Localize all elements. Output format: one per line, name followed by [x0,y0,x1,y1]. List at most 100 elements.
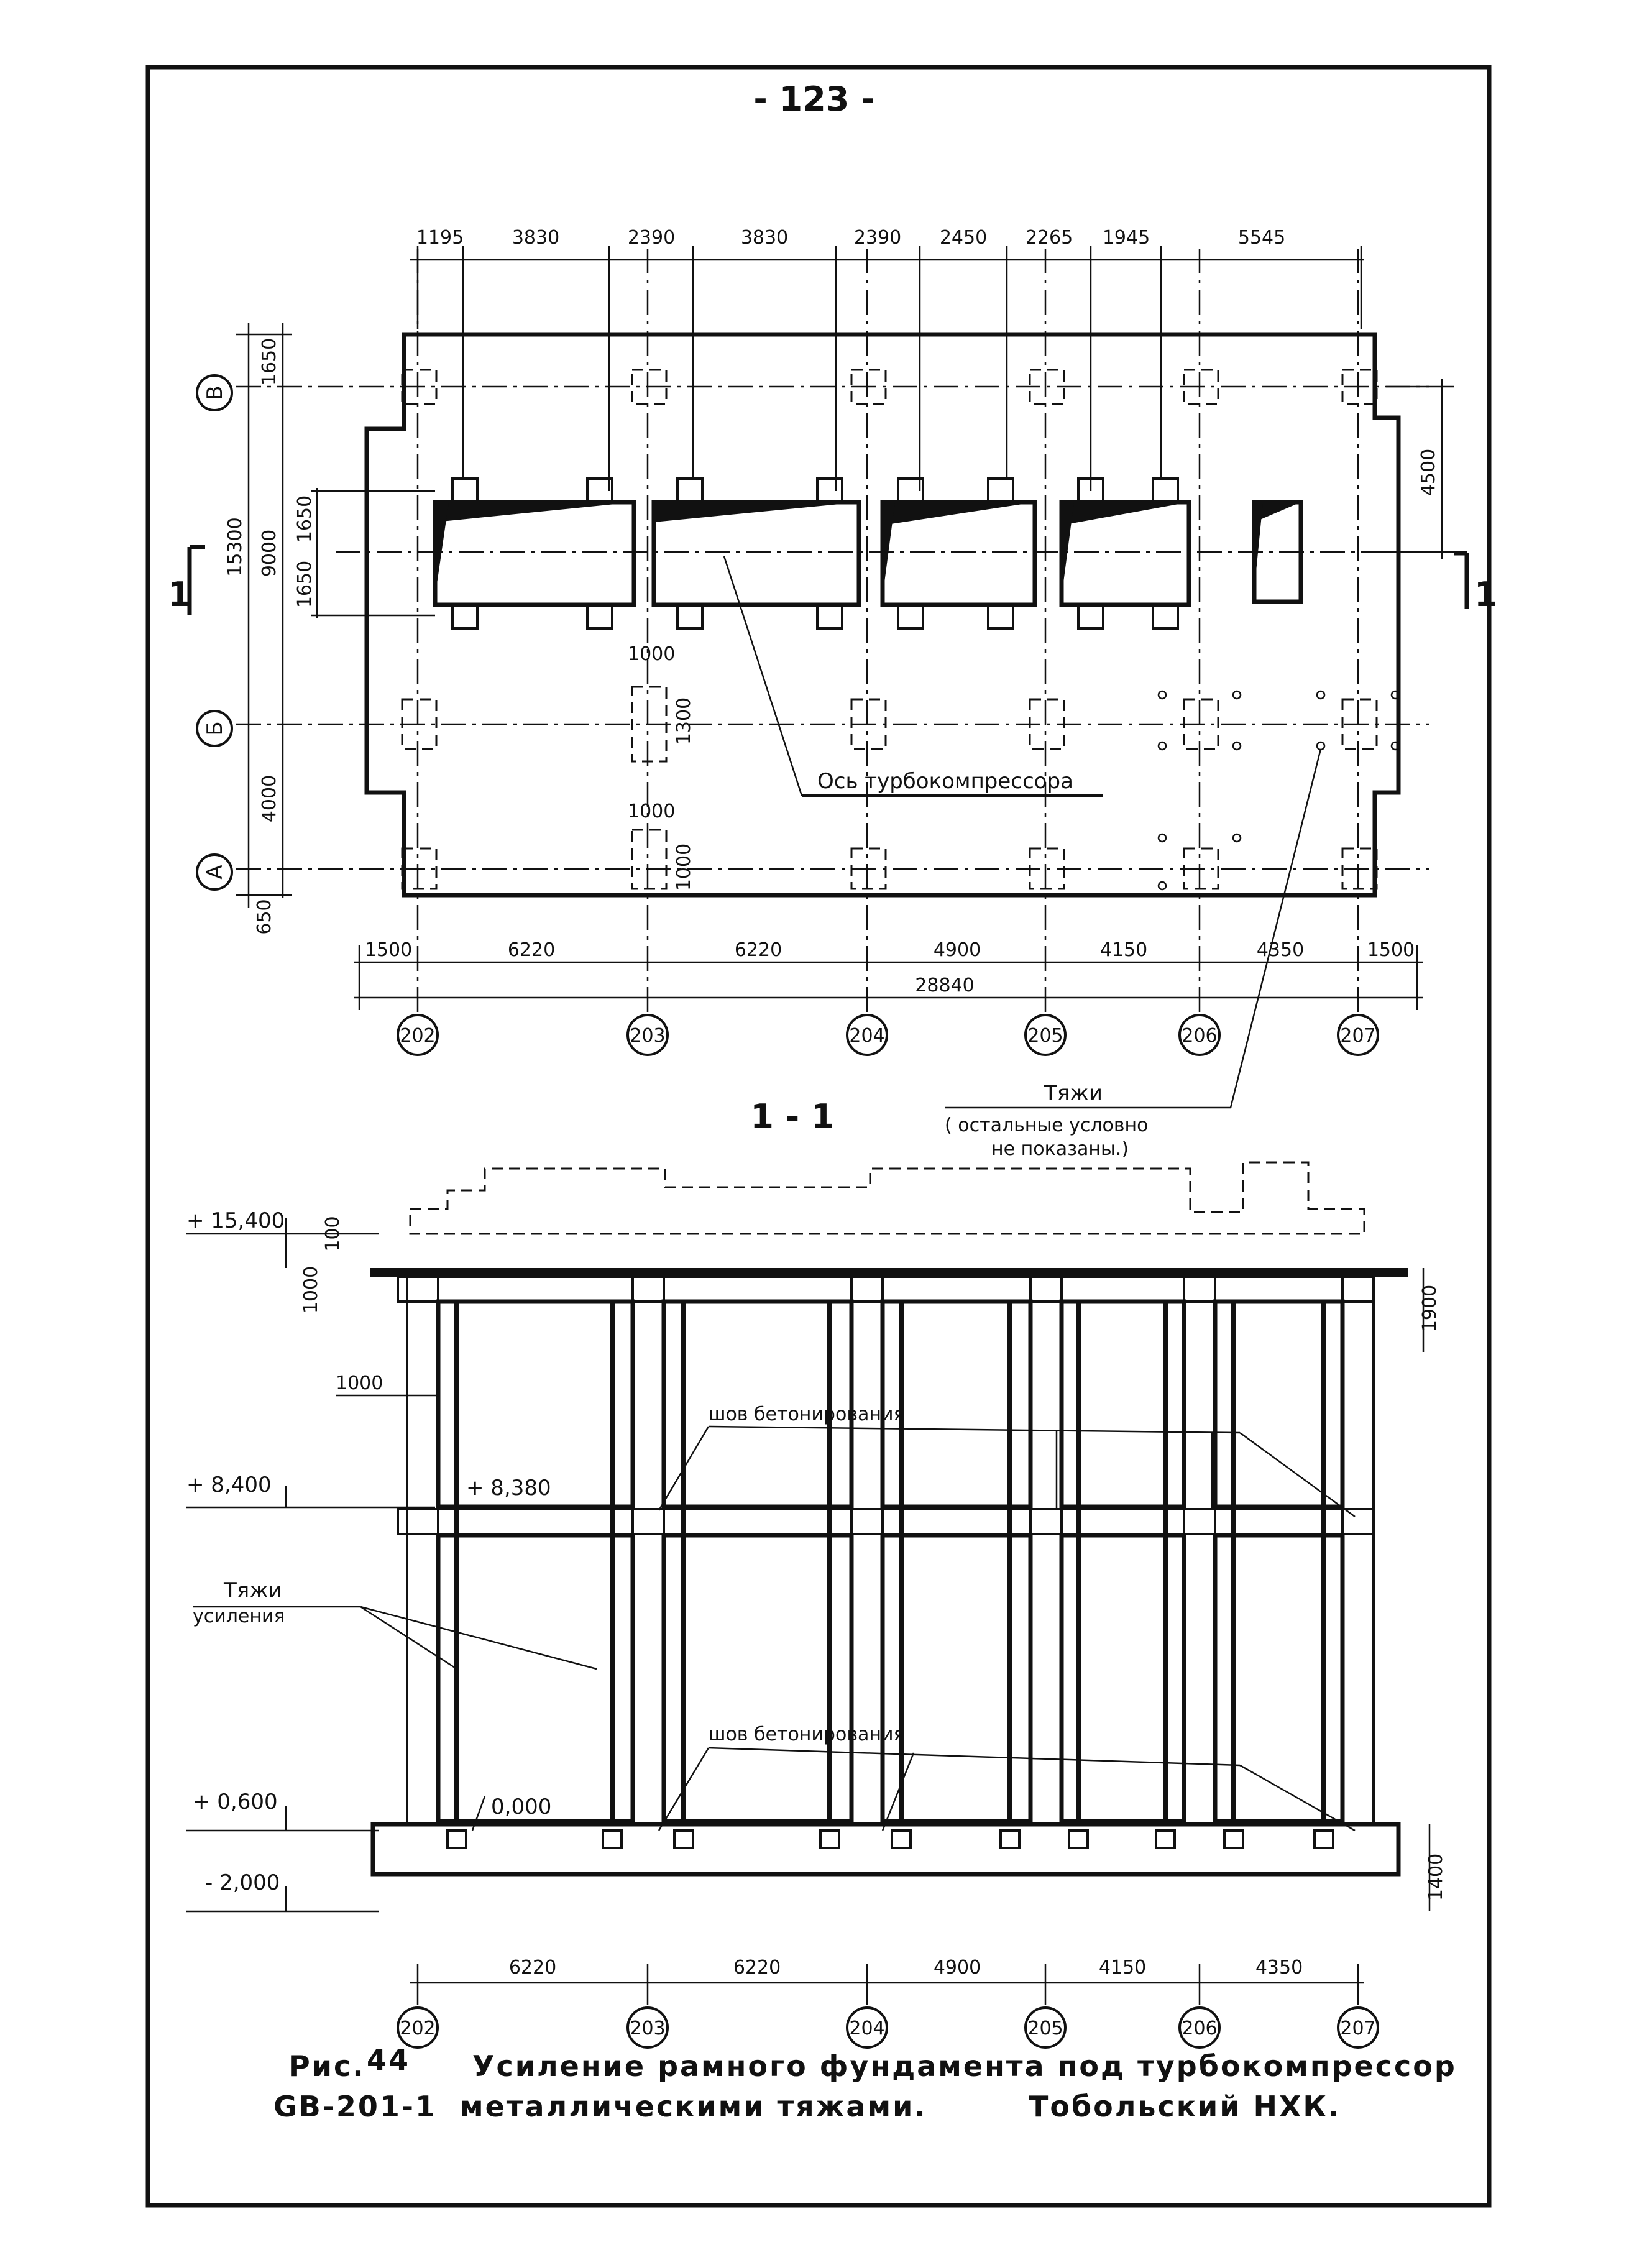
middle-beam [397,1508,1375,1535]
plan-axis-bubble-202: 202 [397,1014,439,1056]
reinforcing-ties [454,1302,1326,1821]
section-bottom-dim-lines [410,1964,1364,2005]
figure-caption: Рис. 44 Усиление рамного фундамента под … [273,2043,1457,2123]
svg-text:204: 204 [849,2018,884,2039]
plan-axis-bubble-204: 204 [846,1014,888,1056]
top-slab [370,1268,1408,1277]
row-axis-bubble-a: А [196,853,233,891]
plan-column-axes [416,249,1359,1012]
right-dimension-lines [1386,379,1454,559]
slab-outline [364,332,1401,898]
section-bottom-dim-3: 4900 [934,1957,981,1978]
base-slab [370,1822,1401,1877]
bottom-dim-3: 6220 [735,939,782,961]
bottom-dim-1: 1500 [365,939,412,961]
caption-line2: металлическими тяжами. [460,2090,927,2123]
section-bottom-dim-5: 4350 [1255,1957,1303,1978]
svg-text:207: 207 [1340,1025,1375,1047]
inner-dim-1: 1000 [628,643,675,665]
plan-axis-bubble-205: 205 [1024,1014,1067,1056]
total-length-dim: 28840 [915,975,974,996]
top-dim-4: 3830 [741,227,788,249]
section-ties-label-line1: Тяжи [223,1578,282,1603]
upper-frames [436,1299,1345,1509]
bottom-dim-4: 4900 [934,939,981,961]
svg-text:206: 206 [1182,1025,1217,1047]
section-mark-left: 1 [168,545,205,615]
inner-dim-2: 1300 [673,697,695,745]
section-mark-right: 1 [1454,551,1498,614]
section-axis-bubbles: 202 203 204 205 206 207 [397,2006,1379,2049]
machine-opening-5 [1252,500,1303,604]
bottom-dim-6: 4350 [1257,939,1304,961]
tie-anchor-plates [446,1829,1334,1849]
section-dim-lines [336,1268,1431,1911]
foundation-plan: 1195 3830 2390 3830 2390 2450 2265 1945 … [168,227,1498,1160]
bearing-pads [451,477,1179,630]
page-number: - 123 - [753,80,874,119]
seam-leader-upper [658,1425,1356,1518]
caption-fig-prefix: Рис. [289,2049,365,2083]
machine-dim-upper: 1650 [294,495,316,543]
elevation-lines [186,1218,435,1913]
top-beam [397,1275,1375,1303]
sheet-frame [145,65,1492,2208]
machine-opening-3 [880,500,1037,607]
section-ties-label-line2: усиления [193,1606,285,1627]
bottom-dim-7: 1500 [1367,939,1415,961]
axis-label: Ось турбокомпрессора [817,769,1073,794]
top-dim-7: 2265 [1026,227,1073,249]
tie-anchors [1157,690,1400,891]
top-dim-1: 1195 [416,227,464,249]
elevation-15400: + 15,400 [186,1208,285,1233]
section-ties-leaders [193,1606,597,1670]
section-axis-bubble-203: 203 [626,2006,669,2049]
machine-opening-1 [433,500,636,607]
svg-text:А: А [203,865,227,879]
svg-text:205: 205 [1027,2018,1063,2039]
section-1-1: 1 - 1 [186,1097,1447,2049]
left-dim-4000: 4000 [259,775,280,822]
section-dim-1000-top: 1000 [300,1266,322,1313]
section-dim-100: 100 [322,1216,344,1251]
svg-text:1: 1 [168,575,191,614]
machine-opening-2 [651,500,861,607]
bottom-dim-5: 4150 [1100,939,1147,961]
top-dim-3: 2390 [628,227,675,249]
section-axis-bubble-202: 202 [397,2006,439,2049]
row-axis-bubble-b: Б [196,710,233,747]
section-title: 1 - 1 [750,1097,834,1136]
section-bottom-dim-4: 4150 [1099,1957,1146,1978]
svg-text:203: 203 [630,1025,665,1047]
ties-note-line2: не показаны.) [991,1138,1129,1160]
inner-dim-3: 1000 [628,801,675,822]
top-dim-9: 5545 [1238,227,1285,249]
left-dim-9000: 9000 [259,530,280,577]
section-bottom-dim-1: 6220 [509,1957,556,1978]
seam-label-lower: шов бетонирования [709,1724,905,1745]
svg-text:206: 206 [1182,2018,1217,2039]
top-dim-8: 1945 [1103,227,1150,249]
bottom-dim-2: 6220 [508,939,555,961]
section-axis-bubble-207: 207 [1337,2006,1379,2049]
caption-fig-number: 44 [367,2043,410,2077]
svg-text:204: 204 [849,1025,884,1047]
machine-opening-4 [1059,500,1191,607]
svg-text:203: 203 [630,2018,665,2039]
left-dim-650: 650 [254,899,275,934]
top-dim-5: 2390 [854,227,901,249]
caption-line1: Усиление рамного фундамента под турбоком… [472,2049,1457,2083]
elevation-0000: 0,000 [491,1794,551,1819]
left-dim-1650: 1650 [259,338,280,385]
ties-note-line1: ( остальные условно [945,1114,1149,1136]
right-dim-4500: 4500 [1418,449,1439,496]
section-dim-1900: 1900 [1419,1285,1441,1332]
section-axis-bubble-206: 206 [1178,2006,1221,2049]
caption-place: Тобольский НХК. [1029,2090,1341,2123]
section-dim-1000-col: 1000 [336,1372,383,1394]
machine-dim-lower: 1650 [294,561,316,608]
top-dim-2: 3830 [512,227,559,249]
plan-axis-bubble-206: 206 [1178,1014,1221,1056]
machine-outline [409,1161,1365,1235]
plan-axis-bubble-207: 207 [1337,1014,1379,1056]
